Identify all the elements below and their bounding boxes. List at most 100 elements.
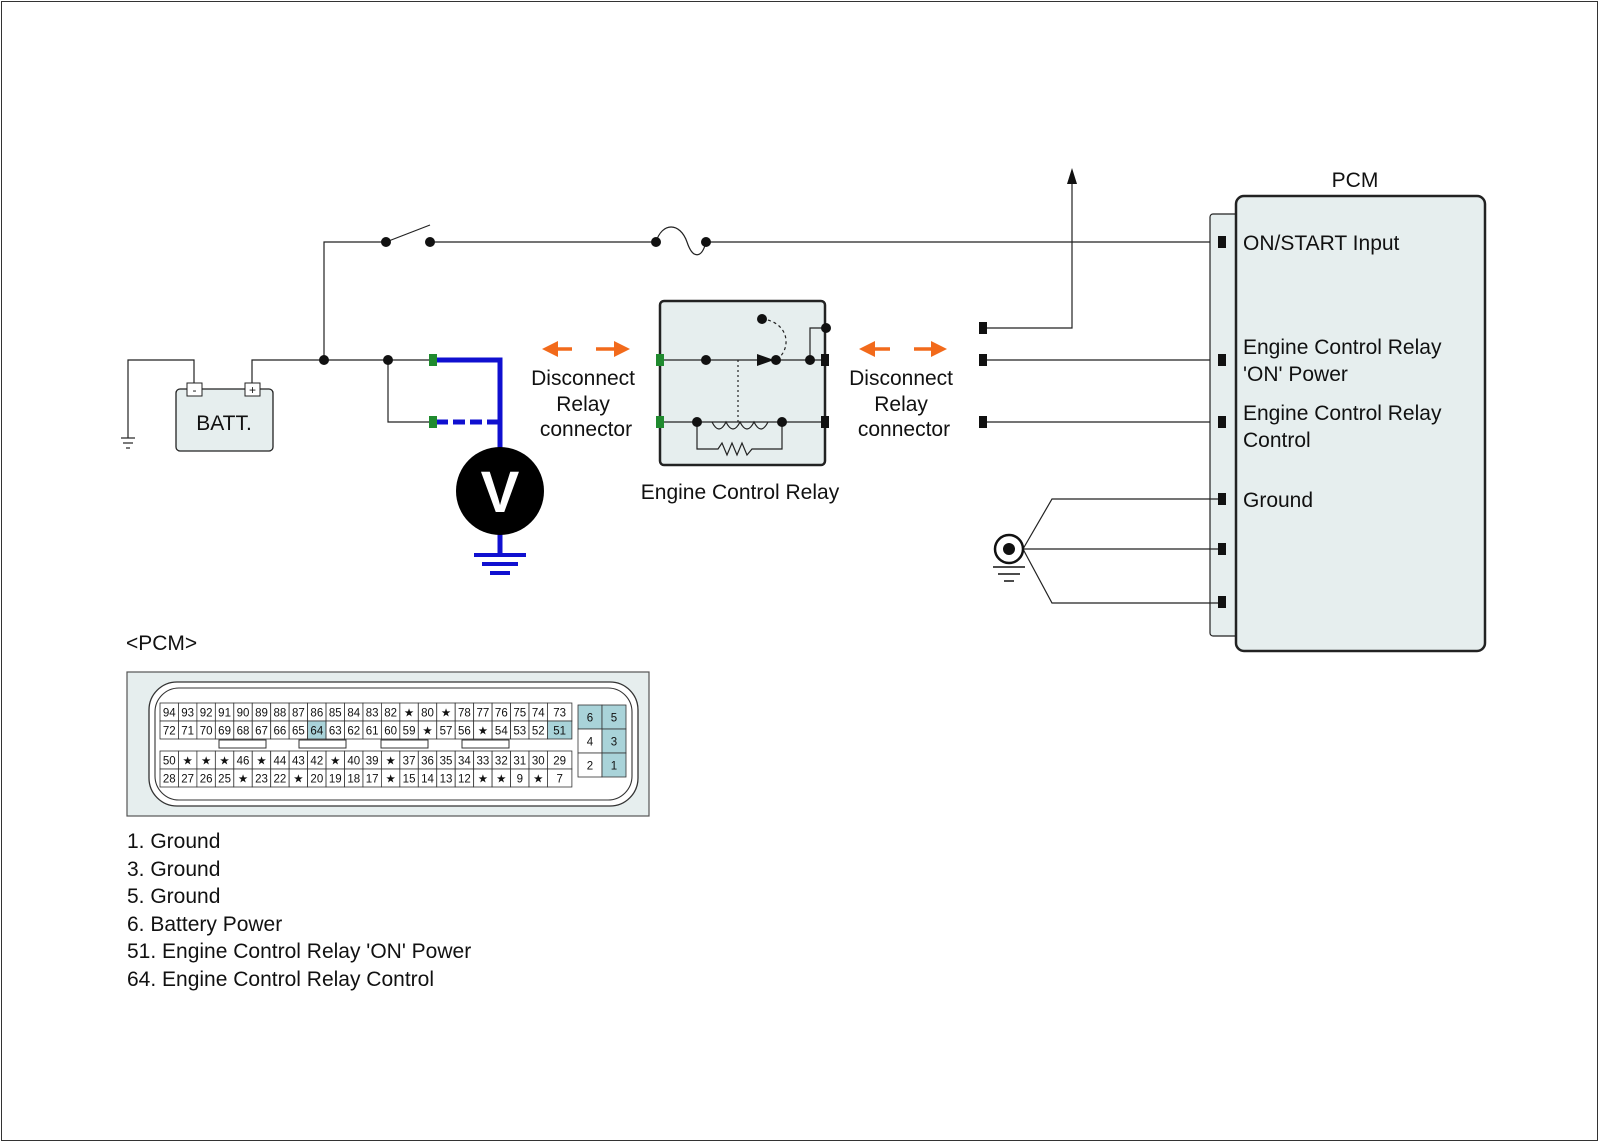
connector-pin-label: 19 bbox=[329, 774, 342, 786]
battery-positive-wire bbox=[251, 359, 433, 383]
legend-item: 51. Engine Control Relay 'ON' Power bbox=[127, 940, 472, 963]
connector-pin-label: ★ bbox=[441, 708, 451, 720]
voltmeter: V bbox=[456, 447, 544, 575]
connector-pin-label: 36 bbox=[421, 756, 434, 768]
connector-pin-label: 39 bbox=[366, 756, 379, 768]
ignition-feed-wire bbox=[323, 241, 384, 360]
pcm-module: PCM ON/START Input Engine Control Relay … bbox=[1209, 169, 1487, 653]
battery-positive-terminal: + bbox=[249, 383, 256, 397]
connector-pin-label: ★ bbox=[478, 726, 488, 738]
connector-pin-label: 62 bbox=[347, 726, 360, 738]
connector-pin-label: 23 bbox=[255, 774, 268, 786]
connector-pin-label: ★ bbox=[330, 756, 340, 768]
connector-pin-label: 56 bbox=[458, 726, 471, 738]
voltmeter-label: V bbox=[481, 460, 520, 525]
connector-side-pin-label: 2 bbox=[587, 761, 593, 773]
connector-pin-label: 51 bbox=[553, 726, 566, 738]
connector-pin-label: 35 bbox=[440, 756, 453, 768]
connector-pin-label: 94 bbox=[163, 708, 176, 720]
connector-pin-label: 71 bbox=[181, 726, 194, 738]
connector-pin-label: ★ bbox=[422, 726, 432, 738]
fuse bbox=[655, 226, 707, 256]
connector-pin-label: 61 bbox=[366, 726, 379, 738]
connector-pin-label: ★ bbox=[478, 774, 488, 786]
connector-pin-label: 52 bbox=[532, 726, 545, 738]
disconnect-right-line-1: Disconnect bbox=[849, 367, 953, 390]
connector-title: <PCM> bbox=[126, 632, 198, 655]
junction-dots bbox=[319, 237, 711, 365]
connector-pin-label: 37 bbox=[403, 756, 416, 768]
connector-pin-label: 32 bbox=[495, 756, 508, 768]
connector-pin-label: 12 bbox=[458, 774, 471, 786]
battery-negative-terminal: - bbox=[193, 383, 197, 397]
connector-pin-cell bbox=[547, 720, 573, 740]
connector-side-pin-label: 1 bbox=[611, 761, 617, 773]
connector-pin-label: 75 bbox=[513, 708, 526, 720]
connector-pin-label: ★ bbox=[385, 774, 395, 786]
connector-pin-label: 70 bbox=[200, 726, 213, 738]
connector-pin-label: 65 bbox=[292, 726, 305, 738]
disconnect-arrows-right bbox=[859, 341, 947, 357]
pin-on-start-input: ON/START Input bbox=[1243, 232, 1400, 255]
connector-pin-label: 86 bbox=[310, 708, 323, 720]
legend-item: 64. Engine Control Relay Control bbox=[127, 967, 435, 991]
connector-pin-label: 17 bbox=[366, 774, 379, 786]
connector-pin-label: 78 bbox=[458, 708, 471, 720]
disconnect-arrows-left bbox=[542, 341, 630, 357]
pin-ecr-control-line-1: Engine Control Relay bbox=[1243, 402, 1442, 425]
connector-pin-label: ★ bbox=[256, 756, 266, 768]
connector-pin-label: 18 bbox=[347, 774, 360, 786]
legend-item: 5. Ground bbox=[127, 885, 221, 908]
connector-pin-label: 60 bbox=[384, 726, 397, 738]
connector-pin-label: 27 bbox=[181, 774, 194, 786]
legend-item: 1. Ground bbox=[127, 830, 221, 853]
disconnect-left-line-3: connector bbox=[540, 418, 632, 441]
connector-pin-label: 64 bbox=[310, 726, 323, 738]
connector-pin-cell bbox=[547, 768, 573, 788]
connector-pin-label: 87 bbox=[292, 708, 305, 720]
connector-pin-label: 34 bbox=[458, 756, 471, 768]
legend-item: 3. Ground bbox=[127, 857, 221, 881]
connector-pin-label: 88 bbox=[274, 708, 287, 720]
connector-pin-label: 91 bbox=[218, 708, 231, 720]
connector-pin-label: 9 bbox=[517, 774, 523, 786]
connector-pin-label: 15 bbox=[403, 774, 416, 786]
connector-pin-label: 33 bbox=[476, 756, 489, 768]
ground-symbol-battery bbox=[121, 437, 135, 449]
connector-side-pin-label: 4 bbox=[587, 737, 594, 749]
pin-ground: Ground bbox=[1243, 489, 1313, 512]
connector-pin-label: 31 bbox=[513, 756, 526, 768]
connector-pin-label: 14 bbox=[421, 774, 434, 786]
connector-pin-label: 73 bbox=[553, 708, 566, 720]
relay-label: Engine Control Relay bbox=[641, 481, 840, 504]
connector-pin-label: 30 bbox=[532, 756, 545, 768]
connector-pin-label: 20 bbox=[310, 774, 323, 786]
connector-pin-label: 76 bbox=[495, 708, 508, 720]
chassis-ground bbox=[993, 498, 1218, 604]
connector-pin-label: 72 bbox=[163, 726, 176, 738]
connector-pin-label: 67 bbox=[255, 726, 268, 738]
connector-pin-label: ★ bbox=[183, 756, 193, 768]
connector-side-pin-cell bbox=[601, 752, 627, 778]
connector-pin-label: 43 bbox=[292, 756, 305, 768]
harness-wires bbox=[979, 168, 1222, 428]
disconnect-right-line-2: Relay bbox=[874, 393, 928, 416]
connector-side-pin-cell bbox=[577, 728, 603, 754]
connector-pin-label: 25 bbox=[218, 774, 231, 786]
connector-pin-label: 57 bbox=[440, 726, 453, 738]
connector-pin-label: 82 bbox=[384, 708, 397, 720]
connector-pin-label: ★ bbox=[385, 756, 395, 768]
pin-ecr-on-power-line-2: 'ON' Power bbox=[1243, 363, 1348, 386]
connector-pin-label: 42 bbox=[310, 756, 323, 768]
pin-legend: 1. Ground 3. Ground 5. Ground 6. Battery… bbox=[127, 828, 471, 993]
connector-keys bbox=[218, 739, 510, 749]
engine-control-relay: Engine Control Relay bbox=[641, 299, 840, 504]
disconnect-right-line-3: connector bbox=[858, 418, 950, 441]
connector-pin-label: ★ bbox=[533, 774, 543, 786]
connector-pin-label: 29 bbox=[553, 756, 566, 768]
disconnect-label-left: Disconnect Relay connector bbox=[531, 367, 641, 441]
